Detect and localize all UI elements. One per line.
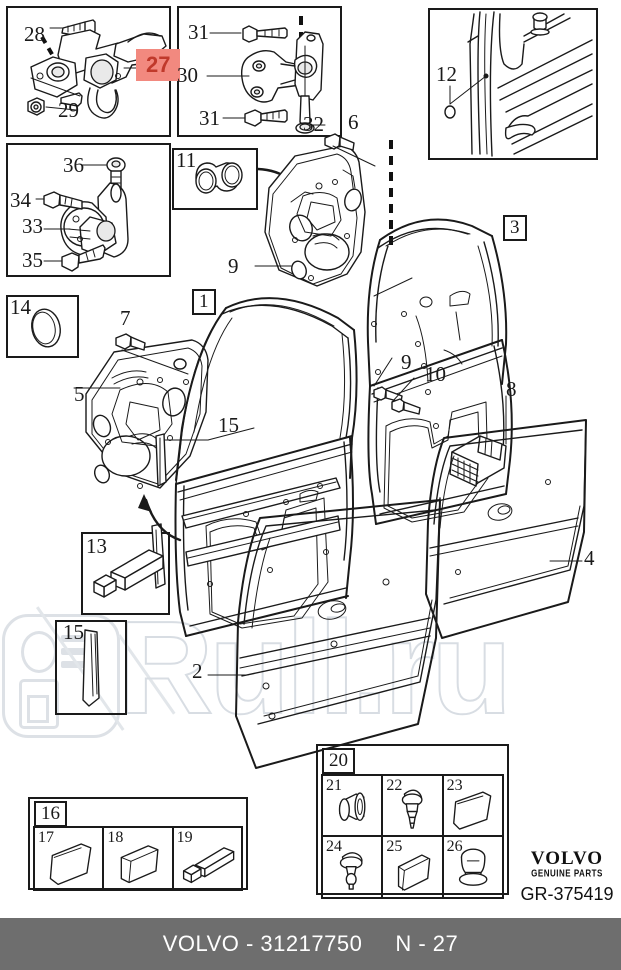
group-20-cell-26: 26 <box>441 835 504 899</box>
volvo-logo-block: VOLVO GENUINE PARTS GR-375419 <box>519 849 615 903</box>
footer-bar: VOLVO - 31217750 N - 27 <box>0 918 621 970</box>
panel-plug-14 <box>6 295 79 358</box>
panel-strip-15 <box>55 620 127 715</box>
volvo-genuine-parts-text: GENUINE PARTS <box>531 867 603 879</box>
leader-4 <box>549 556 586 566</box>
dashed-alignment-line <box>386 140 396 250</box>
callout-34: 34 <box>10 188 31 212</box>
callout-15-box: 15 <box>63 620 84 644</box>
group-20-num-25: 25 <box>386 838 403 856</box>
group-20-cell-22: 22 <box>381 774 444 838</box>
art-front-door-module <box>60 330 230 510</box>
group-20-num-24: 24 <box>326 838 342 856</box>
callout-15-rail: 15 <box>218 413 239 437</box>
callout-7: 7 <box>120 306 131 330</box>
callout-5: 5 <box>74 382 85 406</box>
art-rear-door-module <box>254 133 395 290</box>
callout-12: 12 <box>436 62 457 86</box>
group-20-label: 20 <box>322 748 355 774</box>
group-16-num-19: 19 <box>176 829 193 846</box>
group-20-cell-24: 24 <box>321 835 384 899</box>
art-front-door-outer-panel <box>214 497 444 769</box>
callout-14: 14 <box>10 295 31 319</box>
callout-30: 30 <box>177 63 198 87</box>
watermark-text: Rull.ru <box>117 594 513 741</box>
callout-9-top: 6 <box>348 110 359 134</box>
arrow-11-to-6 <box>256 165 326 225</box>
group-20-grid: 21 22 23 <box>321 774 504 899</box>
group-16-num-17: 17 <box>38 829 54 846</box>
art-rear-door-outer-panel <box>418 418 598 639</box>
callout-9-rear: 9 <box>401 350 412 374</box>
callout-35: 35 <box>22 248 43 272</box>
group-16-cell-18: 18 <box>102 826 174 891</box>
group-16-cell-19: 19 <box>171 826 243 891</box>
callout-32: 32 <box>303 112 324 136</box>
callout-13: 13 <box>86 534 107 558</box>
callout-8: 8 <box>506 377 517 401</box>
callout-27-highlight: 27 <box>136 49 181 81</box>
callout-31-bottom: 31 <box>199 106 220 130</box>
callout-33: 33 <box>22 214 43 238</box>
callout-29: 29 <box>58 98 79 122</box>
group-16-label: 16 <box>34 801 67 827</box>
footer-title: VOLVO - 31217750 N - 27 <box>162 931 459 956</box>
callout-28: 28 <box>24 22 45 46</box>
panel-group-20 <box>316 744 509 895</box>
group-16-grid: 17 18 19 <box>33 826 243 891</box>
group-16-num-18: 18 <box>107 829 124 846</box>
panel-hinge-lower <box>6 143 171 277</box>
panel-clip-13 <box>81 532 170 615</box>
art-front-door-assembly <box>150 290 380 650</box>
group-16-cell-17: 17 <box>33 826 105 891</box>
callout-31-top: 31 <box>188 20 209 44</box>
callout-2: 2 <box>192 659 203 683</box>
leader-2 <box>207 670 252 680</box>
panel-door-seal-12 <box>428 8 598 160</box>
group-20-num-23: 23 <box>446 777 463 794</box>
group-20-num-22: 22 <box>386 777 403 794</box>
group-code: GR-375419 <box>520 884 614 904</box>
volvo-wordmark: VOLVO <box>530 848 604 869</box>
callout-10: 10 <box>425 362 446 386</box>
group-20-num-21: 21 <box>326 777 342 794</box>
group-20-cell-25: 25 <box>381 835 444 899</box>
group-20-num-26: 26 <box>446 838 463 856</box>
callout-36: 36 <box>63 153 84 177</box>
art-rear-door-assembly <box>356 196 556 526</box>
callout-4: 4 <box>584 546 595 570</box>
callout-1: 1 <box>192 289 216 315</box>
group-20-cell-23: 23 <box>441 774 504 838</box>
group-20-cell-21: 21 <box>321 774 384 838</box>
callout-3: 3 <box>503 215 527 241</box>
callout-6: 9 <box>228 254 239 278</box>
callout-11: 11 <box>176 148 197 172</box>
